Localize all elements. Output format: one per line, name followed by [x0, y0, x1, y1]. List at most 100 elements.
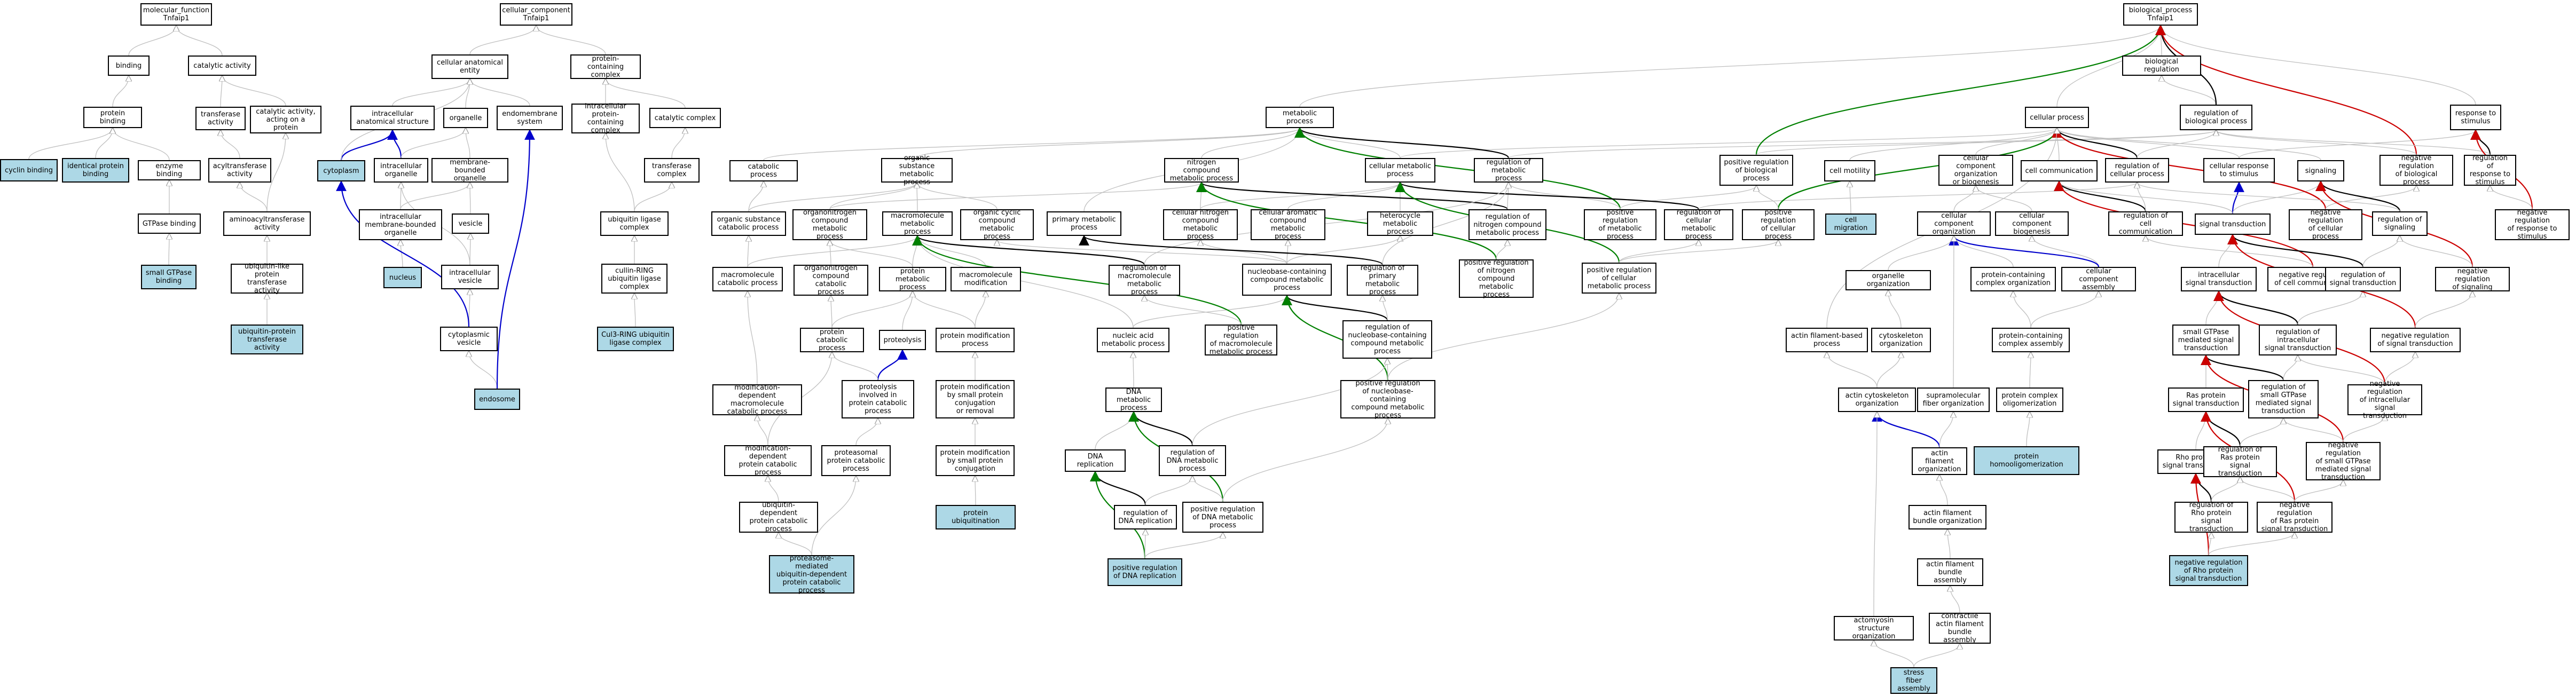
go-node-intracellular-anatomical-structure[interactable]: intracellular anatomical structure: [350, 106, 435, 130]
go-node-ubl-transferase-activity[interactable]: ubiquitin-like protein transferase activ…: [231, 263, 303, 295]
go-node-cellular-metabolic-process[interactable]: cellular metabolic process: [1365, 158, 1435, 183]
go-node-regulation-primary-metabolic[interactable]: regulation of primary metabolic process: [1347, 264, 1418, 296]
go-node-modification-dependent-protein-catabolic[interactable]: modification-dependent protein catabolic…: [724, 445, 812, 477]
go-node-cullin-ring-complex[interactable]: cullin-RING ubiquitin ligase complex: [601, 264, 667, 294]
go-node-organic-substance-metabolic[interactable]: organic substance metabolic process: [881, 154, 953, 186]
go-node-bp-root[interactable]: biological_process Tnfaip1: [2123, 3, 2198, 26]
go-node-regulation-small-gtpase-signal[interactable]: regulation of small GTPase mediated sign…: [2248, 380, 2319, 418]
go-node-positive-reg-cellular-metabolic[interactable]: positive regulation of cellular metaboli…: [1582, 263, 1656, 294]
go-node-protein-containing-complex[interactable]: protein-containing complex: [570, 54, 641, 79]
go-node-negative-reg-biological-process[interactable]: negative regulation of biological proces…: [2379, 154, 2453, 186]
go-node-positive-reg-metabolic[interactable]: positive regulation of metabolic process: [1584, 209, 1656, 241]
go-node-cytoplasmic-vesicle[interactable]: cytoplasmic vesicle: [440, 327, 498, 351]
go-node-intracellular-mbo[interactable]: intracellular membrane-bounded organelle: [359, 209, 442, 240]
go-node-nucleus[interactable]: nucleus: [383, 267, 422, 288]
go-node-mf-root[interactable]: molecular_function Tnfaip1: [140, 3, 212, 26]
go-node-regulation-nucleobase-metabolic[interactable]: regulation of nucleobase-containing comp…: [1342, 320, 1432, 359]
go-node-actin-filament-based-process[interactable]: actin filament-based process: [1786, 328, 1868, 352]
go-node-dna-replication[interactable]: DNA replication: [1065, 449, 1126, 472]
go-node-nucleic-acid-metabolic[interactable]: nucleic acid metabolic process: [1097, 328, 1169, 352]
go-node-intracellular-organelle[interactable]: intracellular organelle: [374, 158, 428, 183]
go-node-protein-complex-oligomerization[interactable]: protein complex oligomerization: [1996, 387, 2063, 412]
go-node-regulation-dna-replication[interactable]: regulation of DNA replication: [1114, 505, 1177, 529]
go-node-gtpase-binding[interactable]: GTPase binding: [138, 213, 201, 234]
go-node-supramolecular-fiber-organization[interactable]: supramolecular fiber organization: [1917, 387, 1990, 412]
go-node-protein-metabolic-process[interactable]: protein metabolic process: [879, 267, 946, 291]
go-node-enzyme-binding[interactable]: enzyme binding: [138, 160, 201, 180]
go-node-ubiquitin-dependent-protein-catabolic[interactable]: ubiquitin-dependent protein catabolic pr…: [739, 501, 818, 533]
go-node-cell-migration[interactable]: cell migration: [1825, 213, 1876, 235]
go-node-proteasome-mediated-ubiquitin[interactable]: proteasome-mediated ubiquitin-dependent …: [769, 555, 854, 595]
go-node-organelle-organization[interactable]: organelle organization: [1845, 270, 1931, 290]
go-node-endosome[interactable]: endosome: [474, 389, 520, 410]
go-node-regulation-dna-metabolic[interactable]: regulation of DNA metabolic process: [1159, 445, 1226, 476]
go-node-negative-reg-ras-signal[interactable]: negative regulation of Ras protein signa…: [2257, 501, 2332, 533]
go-node-catalytic-complex[interactable]: catalytic complex: [649, 108, 721, 128]
go-node-positive-reg-nucleobase-metabolic[interactable]: positive regulation of nucleobase-contai…: [1340, 379, 1435, 420]
go-node-nitrogen-compound-metabolic[interactable]: nitrogen compound metabolic process: [1164, 158, 1239, 183]
go-node-negative-reg-rho-signal[interactable]: negative regulation of Rho protein signa…: [2169, 555, 2248, 586]
go-node-protein-modification-small-conjugation2[interactable]: protein modification by small protein co…: [936, 445, 1015, 476]
go-node-protein-modification-process[interactable]: protein modification process: [936, 328, 1015, 352]
go-node-catabolic-process[interactable]: catabolic process: [729, 160, 798, 181]
go-node-signaling[interactable]: signaling: [2297, 160, 2344, 181]
go-node-cc-root[interactable]: cellular_component Tnfaip1: [500, 3, 572, 26]
go-node-negative-reg-cellular-process[interactable]: negative regulation of cellular process: [2289, 209, 2362, 241]
go-node-regulation-rho-signal[interactable]: regulation of Rho protein signal transdu…: [2174, 501, 2248, 533]
go-node-regulation-cell-communication[interactable]: regulation of cell communication: [2108, 211, 2183, 236]
go-node-positive-reg-biological-process[interactable]: positive regulation of biological proces…: [1719, 155, 1793, 186]
go-node-regulation-cellular-metabolic[interactable]: regulation of cellular metabolic process: [1664, 209, 1733, 241]
go-node-negative-reg-signaling[interactable]: negative regulation of signaling: [2435, 267, 2510, 291]
go-node-organonitrogen-metabolic[interactable]: organonitrogen compound metabolic proces…: [792, 209, 867, 241]
go-node-positive-reg-macromolecule-metabolic[interactable]: positive regulation of macromolecule met…: [1205, 324, 1277, 356]
go-node-cell-communication[interactable]: cell communication: [2021, 160, 2098, 181]
go-node-organonitrogen-catabolic[interactable]: organonitrogen compound catabolic proces…: [794, 264, 868, 296]
go-node-heterocycle-metabolic[interactable]: heterocycle metabolic process: [1367, 211, 1433, 236]
go-node-ccob[interactable]: cellular component organization or bioge…: [1938, 154, 2013, 186]
go-node-regulation-macromolecule-metabolic[interactable]: regulation of macromolecule metabolic pr…: [1109, 264, 1180, 296]
go-node-acyltransferase-activity[interactable]: acyltransferase activity: [208, 158, 271, 183]
go-node-actin-filament-organization[interactable]: actin filament organization: [1912, 447, 1967, 475]
go-node-actin-filament-bundle-organization[interactable]: actin filament bundle organization: [1909, 505, 1986, 529]
go-node-cellular-component-assembly[interactable]: cellular component assembly: [2061, 267, 2136, 291]
go-node-actomyosin-structure-organization[interactable]: actomyosin structure organization: [1834, 616, 1914, 640]
go-node-metabolic-process[interactable]: metabolic process: [1266, 107, 1334, 128]
go-node-negative-reg-signal-transduction[interactable]: negative regulation of signal transducti…: [2370, 328, 2461, 352]
go-node-catalytic-activity-protein[interactable]: catalytic activity, acting on a protein: [250, 106, 321, 133]
go-node-regulation-signaling[interactable]: regulation of signaling: [2372, 211, 2428, 236]
go-node-proteolysis-protein-catabolic[interactable]: proteolysis involved in protein cataboli…: [842, 380, 914, 418]
go-node-small-gtpase-signal[interactable]: small GTPase mediated signal transductio…: [2172, 325, 2240, 355]
go-node-cellular-component-organization[interactable]: cellular component organization: [1917, 211, 1991, 236]
go-node-cytoplasm[interactable]: cytoplasm: [317, 160, 365, 181]
go-node-ubp-transferase-activity[interactable]: ubiquitin-protein transferase activity: [231, 325, 303, 354]
go-node-intracellular-vesicle[interactable]: intracellular vesicle: [441, 265, 499, 289]
go-node-regulation-biological-process[interactable]: regulation of biological process: [2180, 105, 2252, 130]
go-node-regulation-signal-transduction[interactable]: regulation of signal transduction: [2325, 267, 2401, 291]
go-node-nucleobase-containing-metabolic[interactable]: nucleobase-containing compound metabolic…: [1242, 264, 1332, 296]
go-node-cytoskeleton-organization[interactable]: cytoskeleton organization: [1871, 328, 1931, 352]
go-node-actin-filament-bundle-assembly[interactable]: actin filament bundle assembly: [1917, 558, 1983, 586]
go-node-vesicle[interactable]: vesicle: [452, 213, 489, 234]
go-node-positive-reg-dna-metabolic[interactable]: positive regulation of DNA metabolic pro…: [1182, 502, 1263, 533]
go-node-cul3-ring-complex[interactable]: Cul3-RING ubiquitin ligase complex: [597, 327, 674, 351]
go-node-intracellular-signal-transduction[interactable]: intracellular signal transduction: [2181, 267, 2257, 291]
go-node-cellular-component-biogenesis[interactable]: cellular component biogenesis: [1995, 211, 2069, 236]
go-node-primary-metabolic-process[interactable]: primary metabolic process: [1047, 211, 1121, 236]
go-node-stress-fiber-assembly[interactable]: stress fiber assembly: [1890, 667, 1937, 694]
go-node-aminoacyltransferase-activity[interactable]: aminoacyltransferase activity: [223, 211, 311, 236]
go-node-regulation-ras-signal[interactable]: regulation of Ras protein signal transdu…: [2203, 446, 2277, 478]
go-node-pcc-organization[interactable]: protein-containing complex organization: [1970, 267, 2056, 291]
go-node-modification-dependent-macromolecule-catabolic[interactable]: modification-dependent macromolecule cat…: [712, 384, 802, 416]
go-node-endomembrane-system[interactable]: endomembrane system: [497, 106, 563, 130]
go-node-protein-catabolic-process[interactable]: protein catabolic process: [800, 328, 864, 352]
go-node-protein-ubiquitination[interactable]: protein ubiquitination: [936, 505, 1016, 529]
go-node-organic-cyclic-metabolic[interactable]: organic cyclic compound metabolic proces…: [960, 209, 1034, 241]
go-node-transferase-complex[interactable]: transferase complex: [644, 158, 700, 183]
go-node-dna-metabolic-process[interactable]: DNA metabolic process: [1105, 387, 1162, 412]
go-node-regulation-response-to-stimulus[interactable]: regulation of response to stimulus: [2464, 154, 2516, 186]
go-node-regulation-nitrogen-metabolic[interactable]: regulation of nitrogen compound metaboli…: [1468, 209, 1546, 240]
go-node-regulation-metabolic-process[interactable]: regulation of metabolic process: [1474, 158, 1543, 183]
go-node-proteasomal-protein-catabolic[interactable]: proteasomal protein catabolic process: [821, 445, 891, 476]
go-node-contractile-actin-filament-bundle-assembly[interactable]: contractile actin filament bundle assemb…: [1929, 612, 1991, 644]
go-node-protein-binding[interactable]: protein binding: [83, 107, 142, 128]
